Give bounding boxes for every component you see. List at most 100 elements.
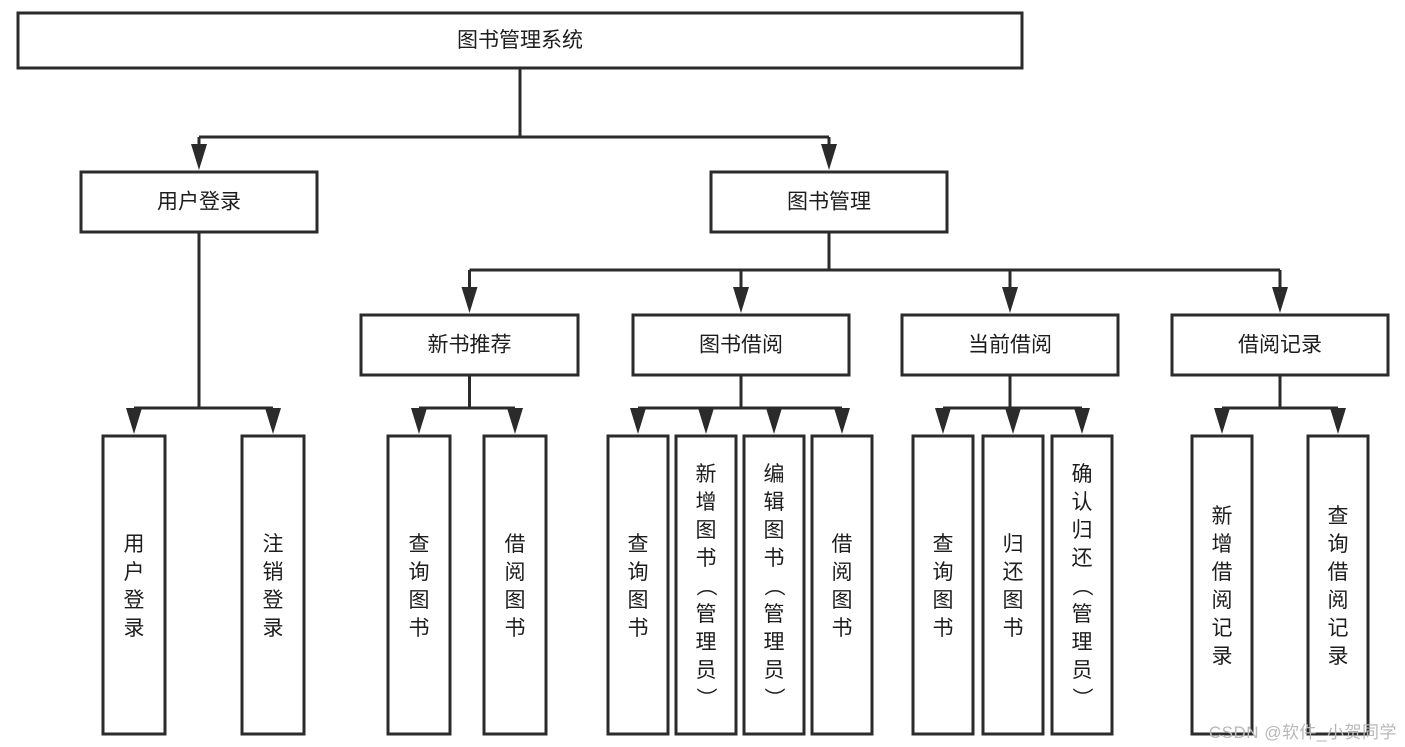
node-box <box>1050 434 1114 736</box>
node-box <box>674 434 738 736</box>
node-box <box>606 434 670 736</box>
edge-arrowhead <box>1002 287 1018 313</box>
edge-arrowhead <box>126 408 142 434</box>
node-label-char: 询 <box>933 561 954 584</box>
node-borrow-record[interactable]: 借阅记录 <box>1170 313 1390 377</box>
edge-arrowhead <box>834 408 850 434</box>
node-label: 图书借阅 <box>699 334 783 357</box>
node-label-char: ） <box>694 687 717 708</box>
node-layer: 图书管理系统用户登录图书管理新书推荐图书借阅当前借阅借阅记录用户登录注销登录查询… <box>16 11 1390 736</box>
node-label-char: 新 <box>696 463 717 486</box>
node-box <box>1170 313 1390 377</box>
node-label-char: 增 <box>696 491 717 514</box>
node-label-char: 户 <box>124 561 145 584</box>
node-label-char: 借 <box>505 533 526 556</box>
node-label-char: 录 <box>1328 645 1349 668</box>
edge-arrowhead <box>821 144 837 170</box>
node-label-char: 图 <box>933 589 954 612</box>
node-label-char: 书 <box>505 617 526 640</box>
node-label-char: 还 <box>1072 547 1093 570</box>
node-label-char: 确 <box>1072 463 1093 486</box>
node-book-manage[interactable]: 图书管理 <box>709 170 949 234</box>
node-label-char: 询 <box>409 561 430 584</box>
node-label-char: 书 <box>628 617 649 640</box>
node-label-char: ） <box>762 687 785 708</box>
node-label: 图书管理系统 <box>457 29 583 52</box>
node-box <box>709 170 949 234</box>
node-label-char: 记 <box>1328 617 1349 640</box>
node-label-char: 书 <box>696 547 717 570</box>
node-label: 新书推荐 <box>428 334 512 357</box>
node-label-char: （ <box>694 575 717 596</box>
node-current-borrow[interactable]: 当前借阅 <box>900 313 1120 377</box>
node-label-char: 阅 <box>832 561 853 584</box>
node-label-char: 员 <box>1072 659 1093 682</box>
node-label-char: 新 <box>1212 505 1233 528</box>
edge-arrowhead <box>1214 408 1230 434</box>
node-book-borrow[interactable]: 图书借阅 <box>631 313 851 377</box>
node-box <box>900 313 1120 377</box>
edge-arrowhead <box>411 408 427 434</box>
node-label-char: 询 <box>1328 533 1349 556</box>
node-label-char: 书 <box>764 547 785 570</box>
node-label-char: 书 <box>933 617 954 640</box>
node-label-char: 编 <box>764 463 785 486</box>
node-label-char: 认 <box>1072 491 1093 514</box>
node-label-char: 理 <box>764 631 785 654</box>
node-box <box>16 11 1024 70</box>
node-box <box>482 434 548 736</box>
node-label-char: 图 <box>409 589 430 612</box>
node-box <box>79 170 319 234</box>
node-label-char: 登 <box>263 589 284 612</box>
node-label-char: 书 <box>409 617 430 640</box>
node-label-char: 员 <box>764 659 785 682</box>
node-label-char: 借 <box>832 533 853 556</box>
edge-arrowhead <box>698 408 714 434</box>
node-label-char: 图 <box>1003 589 1024 612</box>
node-label-char: 录 <box>263 617 284 640</box>
node-label-char: 员 <box>696 659 717 682</box>
node-leaf-user-login[interactable]: 用户登录 <box>101 434 167 736</box>
node-label-char: 登 <box>124 589 145 612</box>
node-label-char: 录 <box>1212 645 1233 668</box>
node-box <box>359 313 580 377</box>
node-label-char: 图 <box>505 589 526 612</box>
csdn-watermark: CSDN @软件_小贺同学 <box>1208 723 1397 742</box>
node-label-char: 阅 <box>1328 589 1349 612</box>
edge-arrowhead <box>766 408 782 434</box>
node-label-char: 辑 <box>764 491 785 514</box>
node-label-char: （ <box>762 575 785 596</box>
node-label-char: ） <box>1070 687 1093 708</box>
node-label-char: 借 <box>1212 561 1233 584</box>
edge-layer <box>126 68 1346 434</box>
node-label-char: 录 <box>124 617 145 640</box>
node-box <box>101 434 167 736</box>
node-box <box>1306 434 1370 736</box>
edge-arrowhead <box>1005 408 1021 434</box>
node-root[interactable]: 图书管理系统 <box>16 11 1024 70</box>
node-new-book-recommend[interactable]: 新书推荐 <box>359 313 580 377</box>
edge-arrowhead <box>461 287 478 313</box>
node-user-login[interactable]: 用户登录 <box>79 170 319 234</box>
node-label-char: 管 <box>1072 603 1093 626</box>
node-box <box>1190 434 1254 736</box>
node-label-char: 图 <box>832 589 853 612</box>
node-label-char: 归 <box>1003 533 1024 556</box>
node-label-char: 管 <box>696 603 717 626</box>
edge-arrowhead <box>191 144 207 170</box>
node-label-char: 阅 <box>1212 589 1233 612</box>
